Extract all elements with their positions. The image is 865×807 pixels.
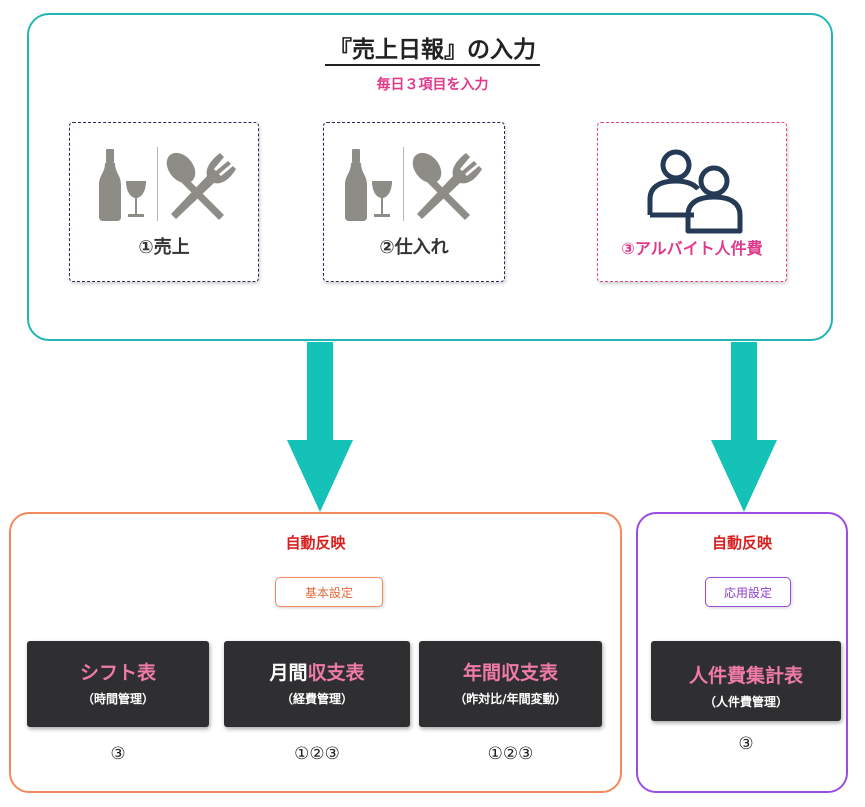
subtitle: 毎日３項目を入力: [376, 77, 489, 93]
labor-cost-table-box[interactable]: 人件費集計表 （人件費管理）: [651, 641, 841, 721]
box-title-accent: 収支表: [307, 662, 365, 684]
auto-reflect-label: 自動反映: [711, 534, 772, 552]
basic-settings-badge[interactable]: 基本設定: [275, 577, 383, 607]
basic-settings-panel: 自動反映 基本設定 シフト表 （時間管理） 月間収支表 （経費管理） 年間収支表…: [9, 512, 622, 793]
wine-and-utensils-icon: [345, 147, 482, 221]
arrow-down-right: [711, 342, 777, 512]
arrow-down-left: [287, 342, 353, 512]
source-numbers: ③: [738, 734, 754, 754]
people-icon: [647, 149, 743, 234]
box-subtitle: （人件費管理）: [703, 695, 788, 709]
box-title-accent: 年間収支表: [462, 662, 558, 684]
box-title: 月間: [269, 662, 308, 684]
advanced-settings-panel: 自動反映 応用設定 人件費集計表 （人件費管理） ③: [636, 512, 848, 793]
card-label: ②仕入れ: [379, 237, 449, 258]
source-numbers: ①②③: [487, 744, 534, 764]
card-label: ①売上: [138, 237, 190, 258]
box-title-accent: シフト表: [79, 662, 156, 684]
card-parttime-labor: ③アルバイト人件費: [597, 122, 787, 282]
card-purchases: ②仕入れ: [323, 122, 505, 282]
auto-reflect-label: 自動反映: [285, 534, 346, 552]
box-subtitle: （時間管理）: [81, 692, 154, 706]
source-numbers: ①②③: [294, 744, 340, 764]
box-title: 人件費集計表: [688, 665, 803, 687]
box-subtitle: （経費管理）: [280, 692, 353, 706]
card-label: ③アルバイト人件費: [621, 239, 763, 258]
shift-table-box[interactable]: シフト表 （時間管理）: [27, 641, 209, 727]
page-title: 『売上日報』の入力: [0, 30, 865, 66]
monthly-pl-box[interactable]: 月間収支表 （経費管理）: [224, 641, 410, 727]
advanced-settings-badge[interactable]: 応用設定: [705, 577, 791, 607]
wine-and-utensils-icon: [99, 147, 236, 221]
card-sales: ①売上: [69, 122, 259, 282]
annual-pl-box[interactable]: 年間収支表 （昨対比/年間変動）: [419, 641, 602, 727]
source-numbers: ③: [110, 744, 126, 764]
box-subtitle: （昨対比/年間変動）: [454, 692, 567, 706]
